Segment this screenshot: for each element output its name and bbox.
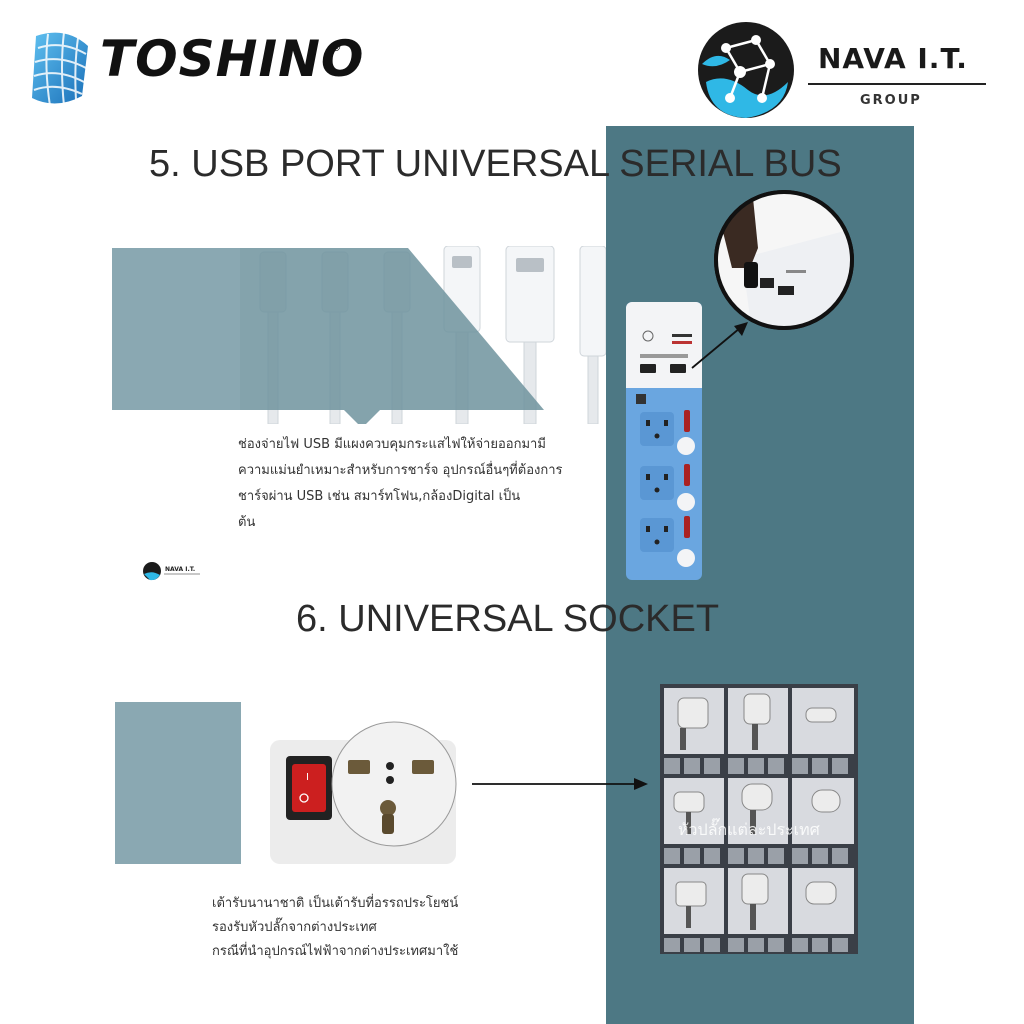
arrow-icon xyxy=(691,322,748,369)
toshino-globe-icon xyxy=(32,31,88,107)
registered-mark: ® xyxy=(329,40,342,55)
section-5-description: ช่องจ่ายไฟ USB มีแผงควบคุมกระแสไฟให้จ่าย… xyxy=(238,432,598,536)
plug-icon xyxy=(664,688,854,952)
section-6-title: 6. UNIVERSAL SOCKET xyxy=(296,598,720,640)
nava-group-label: GROUP xyxy=(860,93,922,108)
description-line: รองรับหัวปลั๊กจากต่างประเทศ xyxy=(212,920,377,935)
description-line: กรณีที่นำอุปกรณ์ไฟฟ้าจากต่างประเทศมาใช้ xyxy=(212,944,459,959)
arrow-icon xyxy=(472,778,648,790)
nava-network-icon xyxy=(698,22,794,118)
description-line: ต้น xyxy=(238,515,256,530)
universal-socket-image: I xyxy=(270,721,457,864)
section-5-title: 5. USB PORT UNIVERSAL SERIAL BUS xyxy=(149,143,842,185)
description-line: ช่องจ่ายไฟ USB มีแผงควบคุมกระแสไฟให้จ่าย… xyxy=(238,437,546,452)
international-plug-grid-image xyxy=(660,684,858,954)
toshino-wordmark: TOSHINO xyxy=(100,30,365,88)
plug-grid-caption: หัวปลั๊กแต่ละประเทศ xyxy=(678,820,820,839)
section-6-description: เต้ารับนานาชาติ เป็นเต้ารับที่อรรถประโยช… xyxy=(212,892,532,964)
nava-small-title: NAVA I.T. xyxy=(165,566,195,573)
power-strip-image xyxy=(626,302,702,580)
usb-zoom-detail-image xyxy=(714,190,854,330)
decorative-teal-block xyxy=(115,702,241,864)
svg-text:I: I xyxy=(306,772,309,783)
description-line: เต้ารับนานาชาติ เป็นเต้ารับที่อรรถประโยช… xyxy=(212,896,459,911)
nava-small-logo: NAVA I.T. xyxy=(143,562,200,581)
usb-cables-image xyxy=(112,246,606,424)
nava-title: NAVA I.T. xyxy=(818,42,968,75)
description-line: ชาร์จผ่าน USB เช่น สมาร์ทโฟน,กล้องDigita… xyxy=(238,489,521,504)
description-line: ความแม่นยำเหมาะสำหรับการชาร์จ อุปกรณ์อื่… xyxy=(238,463,563,478)
nava-divider xyxy=(808,83,986,85)
